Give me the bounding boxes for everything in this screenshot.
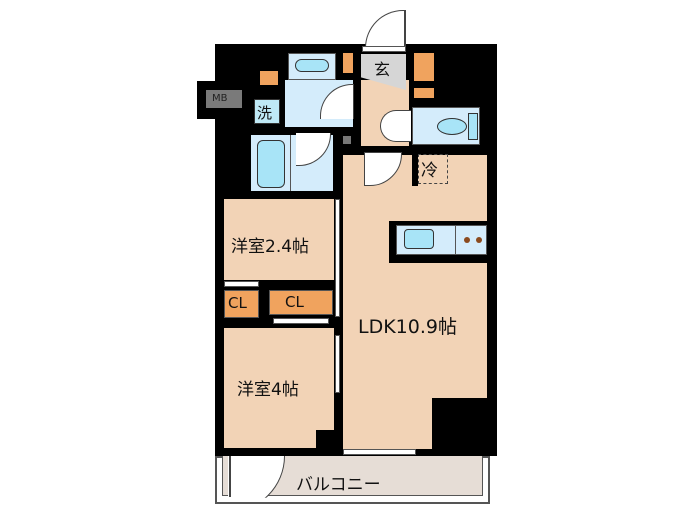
bathtub-icon xyxy=(257,140,285,188)
washing-machine xyxy=(254,99,280,124)
pipe-shaft xyxy=(343,136,351,144)
toilet-tank-icon xyxy=(468,113,478,140)
storage-unit-left xyxy=(260,71,278,85)
wash-basin-icon xyxy=(295,59,329,72)
toilet-bowl-icon xyxy=(437,118,467,135)
fridge-wall xyxy=(412,152,418,186)
entrance-label: 玄 xyxy=(374,60,391,79)
western-room-2-column xyxy=(316,430,334,448)
ldk-room xyxy=(343,155,487,429)
toilet-door-swing-icon xyxy=(380,110,411,142)
washroom-label: 洗 xyxy=(257,104,273,122)
ldk-window xyxy=(343,449,416,455)
western-room-2 xyxy=(224,328,334,448)
sliding-door xyxy=(335,199,340,317)
ldk-label: LDK10.9帖 xyxy=(358,316,457,338)
ldk-corner-column xyxy=(432,398,487,456)
balcony-door-leaf xyxy=(229,456,231,497)
western-room-1 xyxy=(224,199,334,280)
ldk-room-lower xyxy=(343,398,432,449)
closet-rail xyxy=(224,281,259,287)
meter-box-label: MB xyxy=(212,93,228,104)
entrance-door-frame xyxy=(362,46,406,52)
shoe-cabinet-small xyxy=(414,88,434,98)
shoe-cabinet xyxy=(414,53,434,81)
closet-1 xyxy=(224,290,259,318)
stove-burner-icon xyxy=(476,237,482,243)
western-room-1-label: 洋室2.4帖 xyxy=(231,237,310,257)
closet-2 xyxy=(269,290,333,315)
bathroom-divider xyxy=(290,135,291,191)
entrance-door-swing-icon xyxy=(365,10,406,49)
closet-2-label: CL xyxy=(285,293,304,311)
kitchen-sink-icon xyxy=(404,229,434,249)
western-room-2-label: 洋室4帖 xyxy=(237,380,299,400)
refrigerator-label: 冷 xyxy=(421,161,438,181)
stove-burner-icon xyxy=(464,237,470,243)
closet-2-rail xyxy=(273,318,329,324)
sliding-door-lower xyxy=(335,335,340,393)
meter-box xyxy=(206,90,242,108)
storage-unit xyxy=(343,53,353,73)
balcony-label: バルコニー xyxy=(296,475,381,495)
closet-1-label: CL xyxy=(228,294,247,312)
stove-divider xyxy=(455,225,456,255)
refrigerator-space xyxy=(418,154,448,184)
